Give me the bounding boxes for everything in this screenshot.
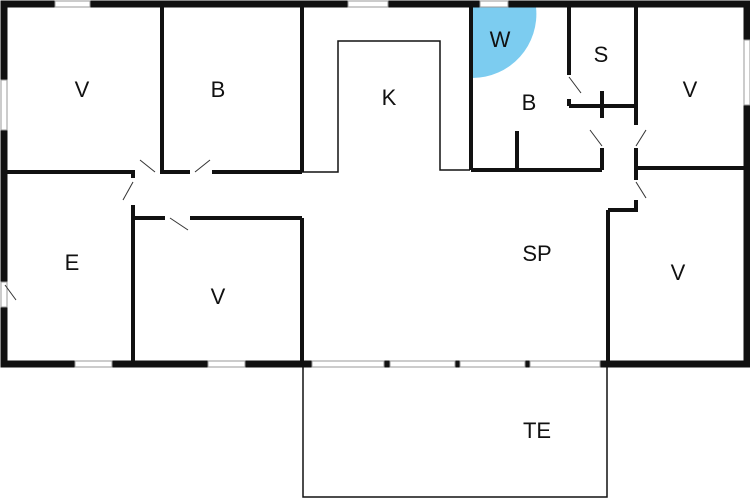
door-swings — [4, 76, 647, 301]
room-label-s: S — [593, 42, 609, 67]
room-label-v3: V — [210, 284, 226, 309]
whirlpool-area — [472, 7, 537, 79]
room-label-b1: B — [210, 77, 226, 102]
room-label-w: W — [489, 27, 511, 52]
room-label-k: K — [381, 85, 397, 110]
room-label-v1: V — [74, 77, 90, 102]
room-label-v2: V — [682, 77, 698, 102]
windows — [0, 0, 750, 368]
kitchen-outline — [302, 40, 470, 173]
room-label-te: TE — [522, 418, 552, 443]
room-label-e: E — [64, 250, 80, 275]
interior-walls — [4, 4, 747, 364]
room-label-sp: SP — [522, 241, 552, 266]
room-label-v4: V — [670, 260, 686, 285]
room-label-b2: B — [521, 90, 537, 115]
terrace-outline — [302, 363, 608, 498]
